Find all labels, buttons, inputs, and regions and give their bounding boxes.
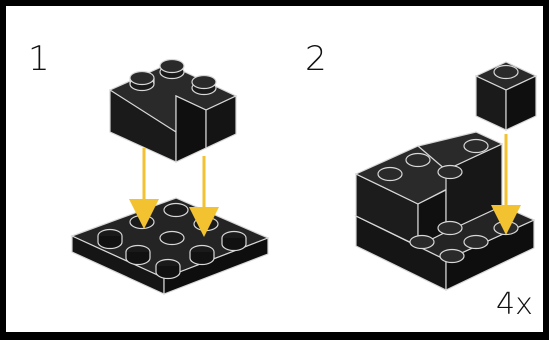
- step-number-1: 1: [28, 39, 50, 79]
- step-number-2: 2: [305, 39, 327, 79]
- step1-base-plate: [70, 197, 270, 295]
- step1-corner-brick: [109, 58, 238, 163]
- step2-brick-stud: [493, 64, 519, 80]
- quantity-multiplier: 4x: [496, 287, 533, 322]
- instruction-panel: 1 2 4x: [6, 6, 543, 332]
- build-illustration: [70, 58, 538, 295]
- bottom-divider: [0, 336, 549, 340]
- step2-single-brick: [474, 61, 538, 131]
